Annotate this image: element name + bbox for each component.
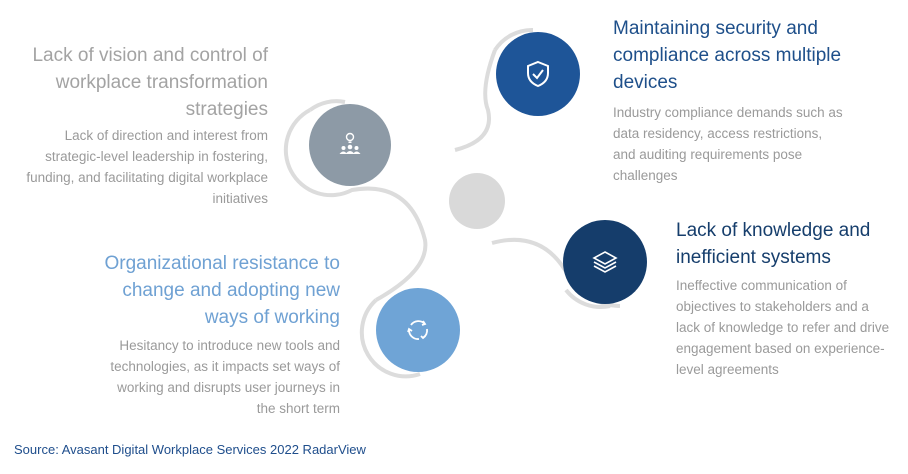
item-description: Lack of direction and interest from stra… <box>26 128 268 206</box>
item-title: Lack of knowledge and inefficient system… <box>676 220 871 268</box>
item-description: Ineffective communication of objectives … <box>676 278 890 377</box>
item-resistance: Organizational resistance to change and … <box>100 250 340 419</box>
item-title: Lack of vision and control of workplace … <box>32 45 268 120</box>
item-title: Maintaining security and compliance acro… <box>613 18 842 93</box>
refresh-icon <box>407 320 428 340</box>
item-security: Maintaining security and compliance acro… <box>613 15 848 186</box>
team-idea-icon <box>339 132 361 154</box>
source-note: Source: Avasant Digital Workplace Servic… <box>14 442 366 457</box>
item-vision: Lack of vision and control of workplace … <box>10 42 268 209</box>
security-circle <box>496 32 580 116</box>
resistance-circle <box>376 288 460 372</box>
knowledge-circle <box>563 220 647 304</box>
vision-circle <box>309 104 391 186</box>
layers-icon <box>592 251 618 273</box>
item-description: Industry compliance demands such as data… <box>613 105 843 183</box>
shield-check-icon <box>527 60 549 88</box>
item-title: Organizational resistance to change and … <box>104 253 340 328</box>
item-description: Hesitancy to introduce new tools and tec… <box>110 338 340 416</box>
center-hub <box>449 173 505 229</box>
item-knowledge: Lack of knowledge and inefficient system… <box>676 217 896 380</box>
